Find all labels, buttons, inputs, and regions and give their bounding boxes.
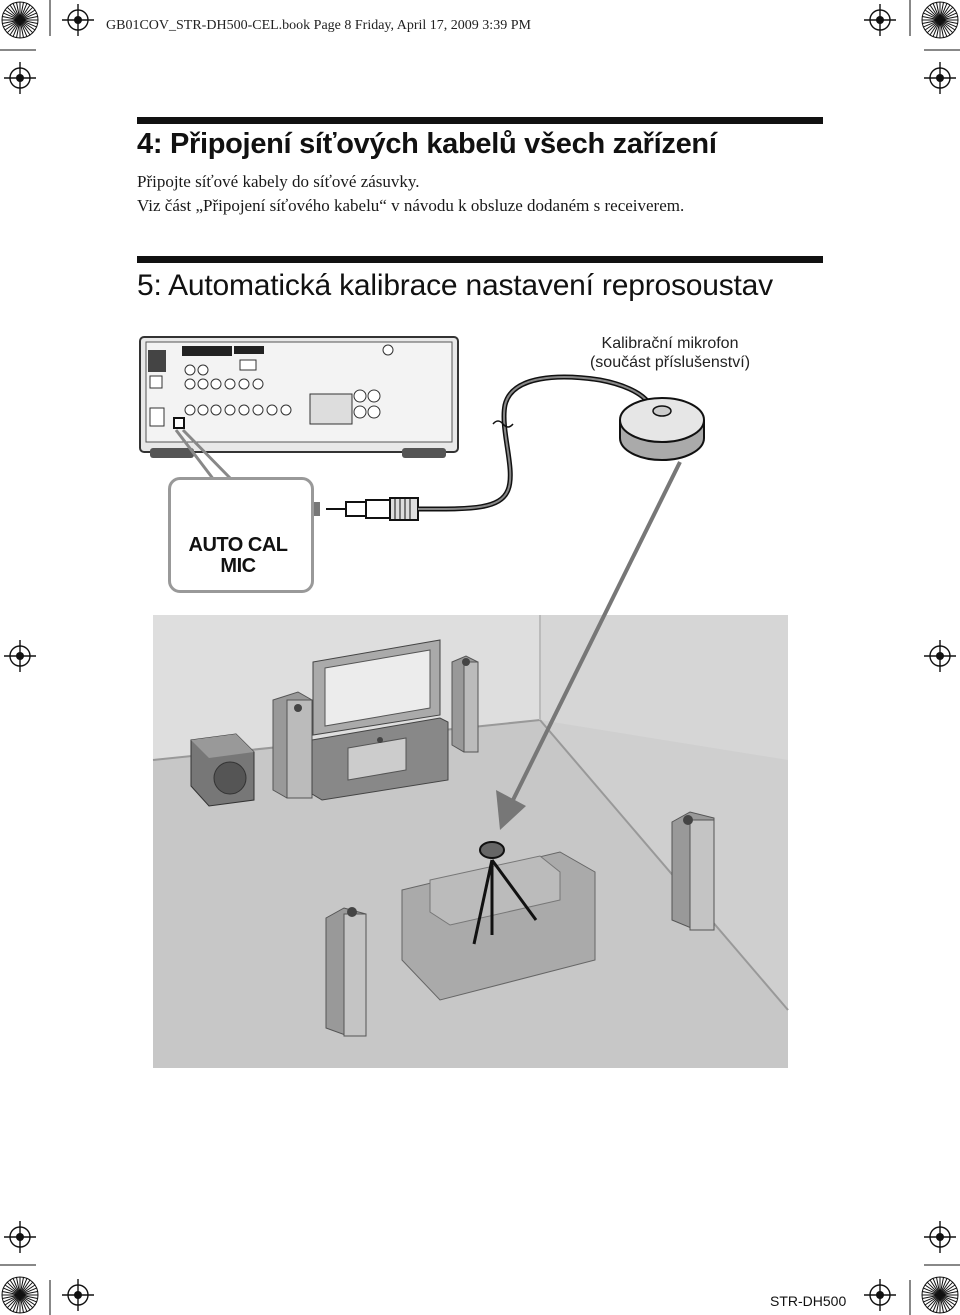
section4-line: Viz část „Připojení síťového kabelu“ v n… (137, 196, 685, 215)
room-illustration (152, 461, 789, 1068)
registration-mark (3, 1220, 37, 1254)
registration-mark (923, 61, 957, 95)
section-rule (137, 117, 823, 124)
mic-plug (326, 497, 419, 521)
registration-mark (61, 3, 95, 37)
footer-model: STR-DH500 (770, 1293, 847, 1309)
mic-label: Kalibrační mikrofon (součást příslušenst… (560, 334, 780, 372)
corner-starburst-mark (1, 1, 39, 39)
print-header: GB01COV_STR-DH500-CEL.book Page 8 Friday… (106, 18, 531, 33)
section4-title: 4: Připojení síťových kabelů všech zaříz… (137, 128, 717, 160)
corner-starburst-mark (921, 1276, 959, 1314)
corner-starburst-mark (921, 1, 959, 39)
registration-mark (863, 1278, 897, 1312)
section4-line: Připojte síťové kabely do síťové zásuvky… (137, 172, 420, 191)
auto-cal-callout (168, 477, 314, 593)
section5-title: 5: Automatická kalibrace nastavení repro… (137, 269, 773, 302)
registration-mark (923, 639, 957, 673)
registration-mark (61, 1278, 95, 1312)
mic-label-line: (součást příslušenství) (589, 354, 751, 371)
corner-starburst-mark (1, 1276, 39, 1314)
registration-mark (863, 3, 897, 37)
section-rule (137, 256, 823, 263)
mic-label-line: Kalibrační mikrofon (601, 335, 739, 352)
calibration-microphone (619, 397, 705, 461)
auto-cal-label-line: MIC (220, 555, 256, 577)
registration-mark (3, 639, 37, 673)
auto-cal-label: AUTO CAL MIC (168, 535, 308, 577)
registration-mark (923, 1220, 957, 1254)
break-symbol (492, 420, 514, 428)
receiver-rear-panel (139, 336, 459, 458)
registration-mark (3, 61, 37, 95)
callout-leader (174, 428, 234, 482)
auto-cal-label-line: AUTO CAL (188, 534, 288, 556)
